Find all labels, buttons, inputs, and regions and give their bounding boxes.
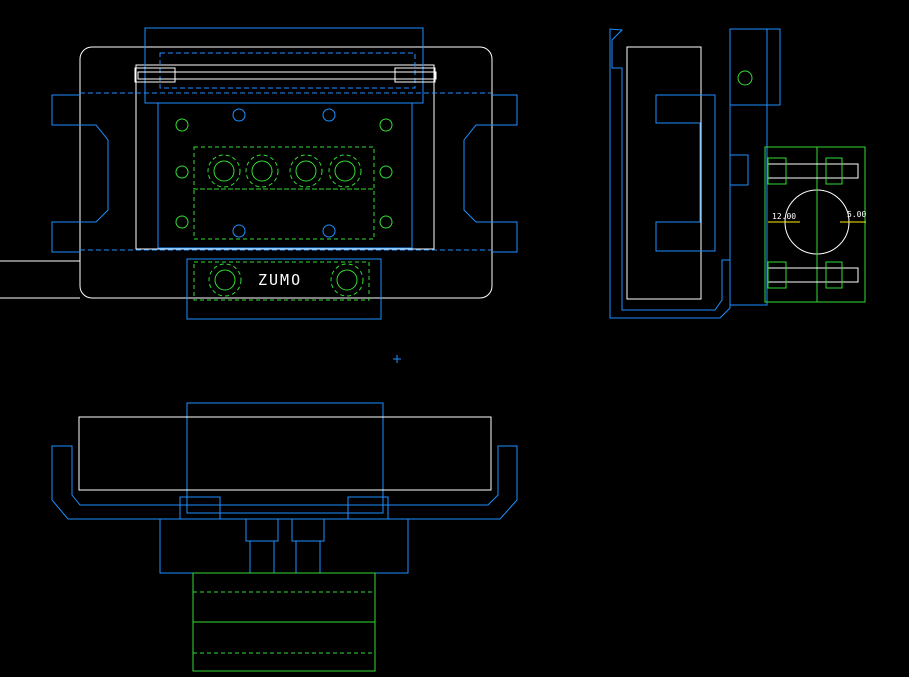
top-clamp-hidden <box>159 52 416 89</box>
side-top-block <box>729 28 768 106</box>
tab-right-lower <box>492 221 518 253</box>
dimension-left: 12.00 <box>772 212 796 221</box>
base-plate-outline <box>79 46 493 299</box>
dimension-right: 5.00 <box>847 210 866 219</box>
label-block-hidden <box>193 261 370 301</box>
side-plate <box>626 46 702 300</box>
center-body <box>157 102 413 249</box>
fitting-right <box>291 518 325 542</box>
clamp-bolt-lower <box>767 267 859 283</box>
top-view: ZUMO <box>0 27 518 320</box>
port-block-lower <box>193 188 375 240</box>
front-center-column <box>186 402 384 514</box>
tab-right-upper <box>492 94 518 126</box>
rod-end-right <box>394 67 436 83</box>
side-top-screw <box>737 70 753 86</box>
lower-port-left <box>208 263 242 297</box>
tab-left-lower <box>51 221 80 253</box>
side-bracket <box>609 28 731 319</box>
guide-rod <box>137 71 437 80</box>
fitting-left <box>245 518 279 542</box>
side-rail <box>655 94 716 252</box>
side-notch-right <box>463 124 492 223</box>
origin-marker <box>393 355 401 363</box>
front-view <box>51 402 518 672</box>
side-body <box>729 104 768 306</box>
zumo-label: ZUMO <box>258 271 302 289</box>
inner-frame <box>135 64 435 250</box>
side-notch-left <box>80 124 109 223</box>
tab-left-upper <box>51 94 80 126</box>
front-bracket <box>51 445 518 520</box>
port-block-hidden <box>193 146 375 190</box>
front-base <box>159 518 409 574</box>
clamp-block <box>764 146 866 303</box>
mount-screws <box>175 118 393 229</box>
rod-end-left <box>134 67 176 83</box>
lower-port-right <box>330 263 364 297</box>
port-fittings <box>207 154 362 188</box>
blue-holes <box>232 108 336 238</box>
front-plate <box>78 416 492 491</box>
clamp-bolt-upper <box>767 163 859 179</box>
side-view: 12.00 5.00 <box>609 28 866 319</box>
label-block <box>186 258 382 320</box>
